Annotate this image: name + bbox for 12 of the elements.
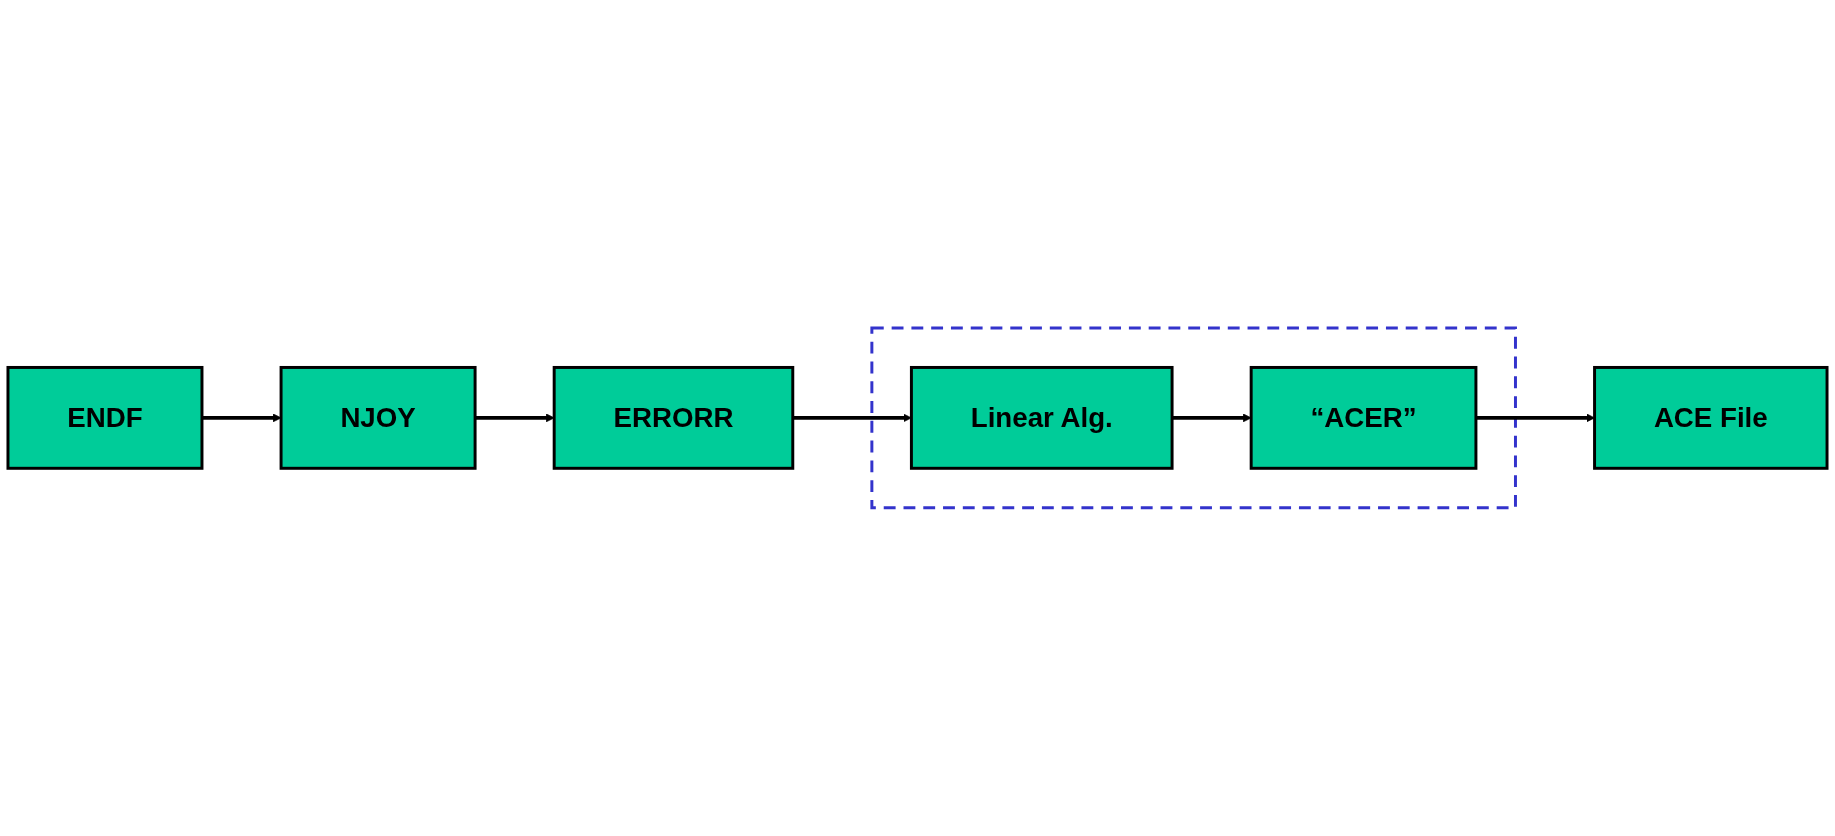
node-box: Linear Alg.: [909, 366, 1174, 470]
arrow: [201, 413, 282, 423]
arrow: [1172, 413, 1252, 423]
node-box: ENDF: [6, 366, 204, 470]
node-box: NJOY: [279, 366, 477, 470]
arrow: [475, 413, 555, 423]
node-box: “ACER”: [1249, 366, 1478, 470]
arrow: [1475, 413, 1595, 423]
cluster: [870, 326, 1517, 510]
node-box: ACE File: [1593, 366, 1829, 470]
node-box: ERRORR: [552, 366, 795, 470]
arrow: [792, 413, 912, 423]
